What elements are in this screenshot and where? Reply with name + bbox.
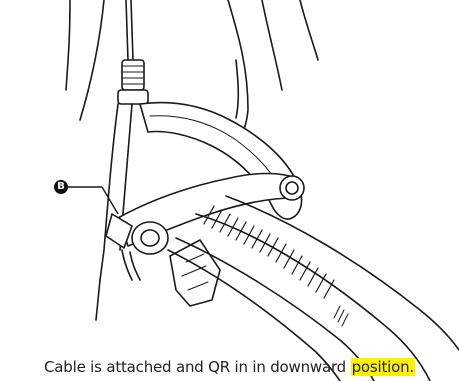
fork-leg (100, 104, 118, 280)
brake-cable (126, 0, 128, 60)
brake-shoe (170, 240, 220, 306)
frame-tube-outline (66, 0, 70, 90)
caliper-pivot-bolt (280, 176, 304, 200)
figure-caption: Cable is attached and QR in in downward … (0, 358, 459, 376)
tire-outline (196, 214, 430, 381)
cable-anchor-bolt (132, 222, 168, 254)
caption-text: Cable is attached and QR in in downward (44, 358, 346, 376)
caption-highlight: position. (351, 358, 415, 376)
tire-tread (204, 206, 334, 298)
barrel-adjuster (122, 60, 144, 90)
callout-b-label: B (54, 180, 68, 194)
